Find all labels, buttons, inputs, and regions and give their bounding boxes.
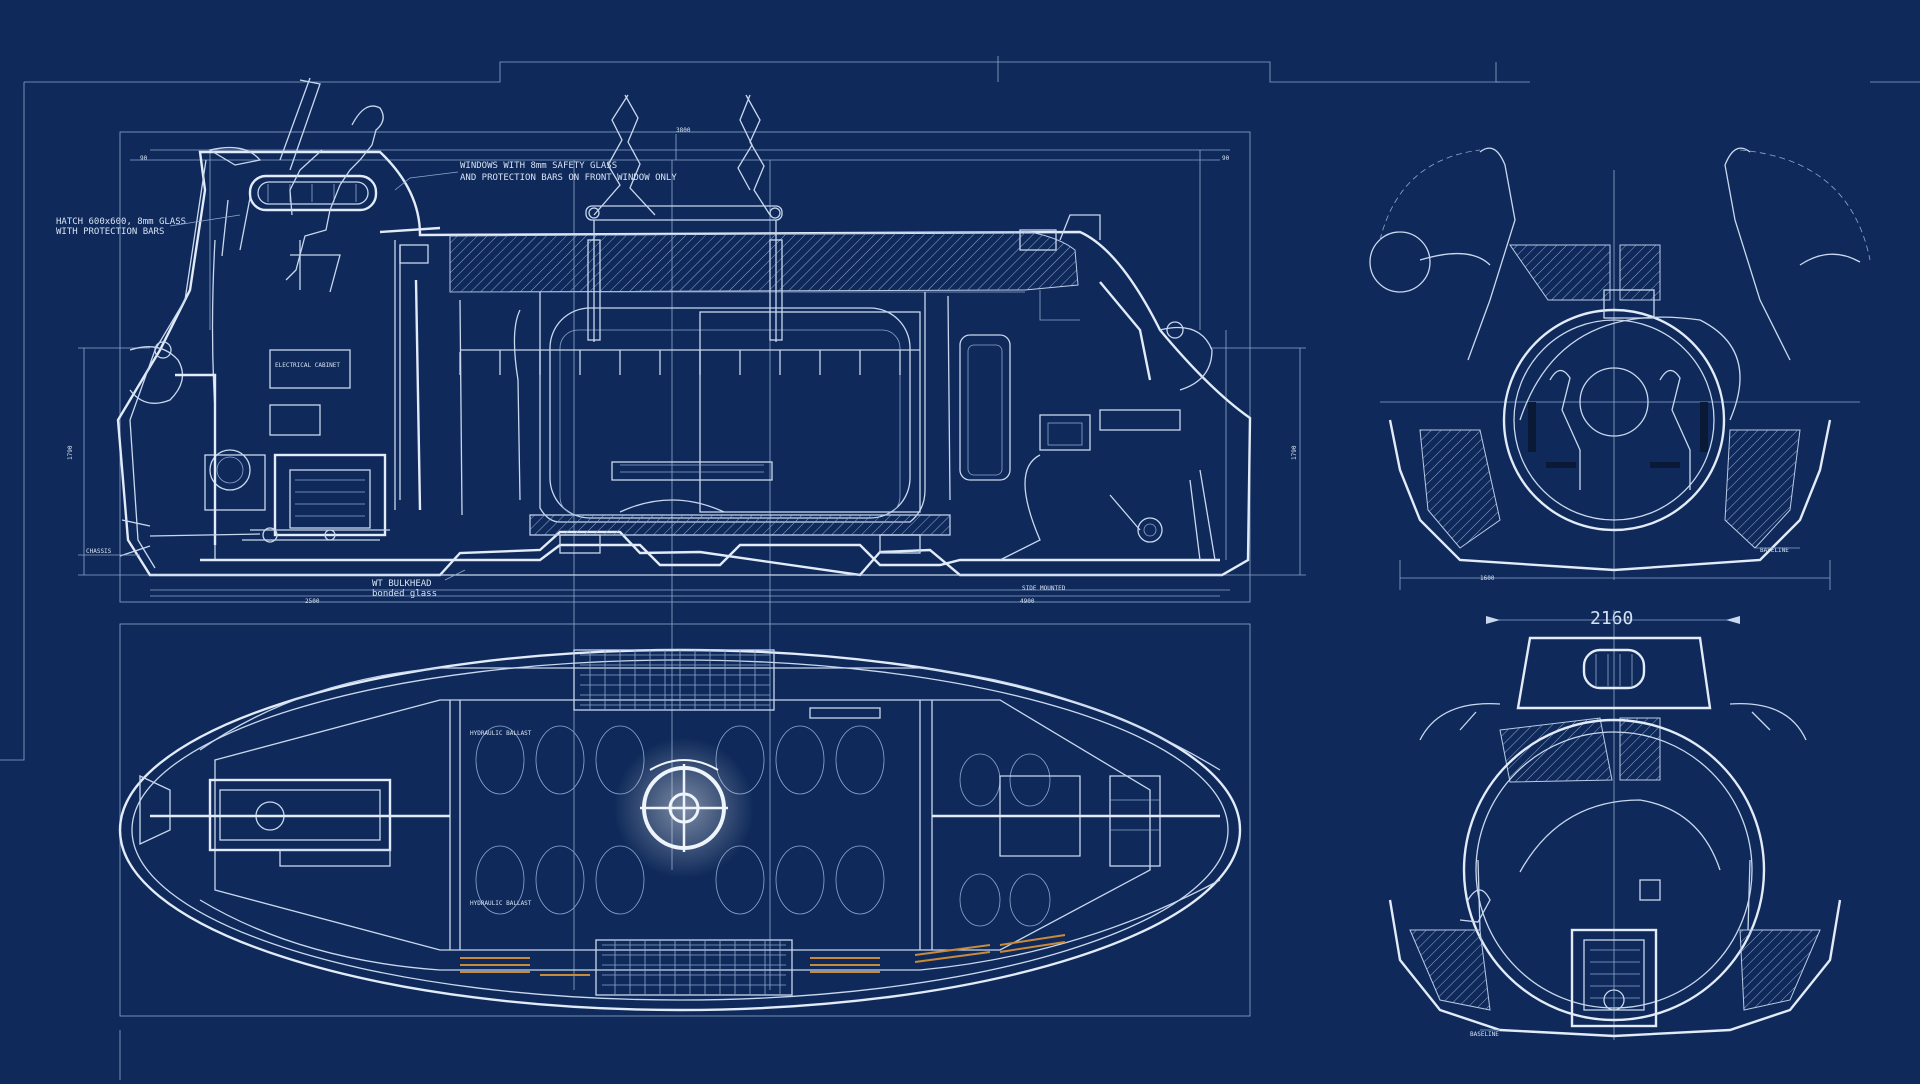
central-hatch-target — [614, 738, 754, 878]
dim-bottom-left: 2500 — [305, 598, 320, 605]
hatch-note-line-2: WITH PROTECTION BARS — [56, 227, 164, 237]
rear-section-view: 2160 BASELINE — [1388, 608, 1842, 1040]
chassis-note: CHASSIS — [86, 548, 112, 555]
sternline-note: SIDE MOUNTED — [1022, 585, 1066, 592]
rear-view-dimension: 2160 — [1590, 608, 1633, 629]
plan-view: HYDRAULIC BALLAST HYDRAULIC BALLAST — [118, 648, 1242, 1012]
svg-text:BASELINE: BASELINE — [1470, 1031, 1499, 1038]
hatch-note-line-1: HATCH 600x600, 8mm GLASS — [56, 217, 186, 227]
wt-bulkhead-note-1: WT BULKHEAD — [372, 579, 432, 589]
hatch-window — [248, 174, 378, 212]
front-view-width: 1600 — [1480, 575, 1495, 582]
wt-bulkhead-note-2: bonded glass — [372, 589, 437, 599]
dim-right-height: 1790 — [1291, 445, 1298, 460]
pilot-figure — [279, 77, 384, 293]
plan-top-grille — [573, 649, 881, 719]
keel-line — [200, 543, 1220, 567]
roof-deck-hatching — [449, 231, 1079, 293]
dim-left-height: 1790 — [67, 445, 74, 460]
plan-stern-detail — [139, 774, 1220, 867]
svg-text:90: 90 — [1222, 155, 1230, 162]
side-elevation-view: 3800 1790 1790 2500 4900 90 90 — [56, 77, 1306, 990]
passenger-seats — [475, 725, 1051, 927]
svg-text:90: 90 — [140, 155, 148, 162]
electrical-cabinet-note: ELECTRICAL CABINET — [275, 362, 340, 369]
windows-note-line-2: AND PROTECTION BARS ON FRONT WINDOW ONLY — [460, 173, 677, 183]
plan-label-ballast-top: HYDRAULIC BALLAST — [470, 730, 532, 737]
walkway-markings — [460, 934, 1066, 976]
lifting-chains — [585, 94, 783, 342]
engine-room — [119, 373, 390, 557]
rear-engine — [1570, 928, 1658, 1028]
dim-top-center: 3800 — [676, 127, 691, 134]
windows-note-line-1: WINDOWS WITH 8mm SAFETY GLASS — [460, 161, 617, 171]
plan-bottom-grille — [595, 939, 793, 996]
front-view-baseline: BASELINE — [1760, 547, 1789, 554]
dim-bottom-right: 4900 — [1020, 598, 1035, 605]
plan-label-ballast-bottom: HYDRAULIC BALLAST — [470, 900, 532, 907]
front-section-view: 1600 BASELINE — [1369, 147, 1871, 590]
